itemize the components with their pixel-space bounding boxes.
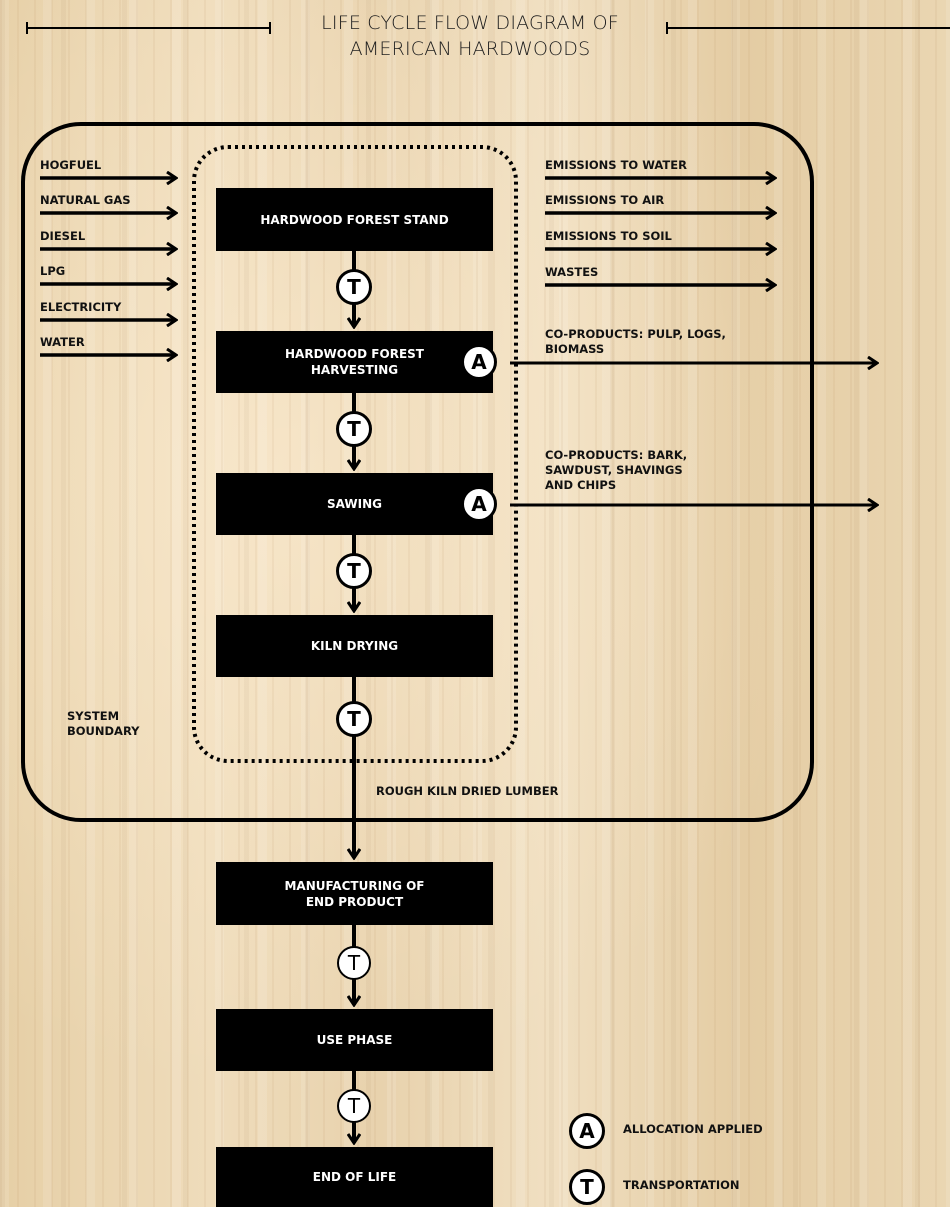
title-rule-left [26,22,271,34]
stage-kiln-drying: KILN DRYING [216,615,493,677]
transport-marker-6: T [337,1089,371,1123]
input-label-natural-gas: NATURAL GAS [40,193,131,207]
stage-harvesting: HARDWOOD FOREST HARVESTING [216,331,493,393]
input-label-electricity: ELECTRICITY [40,300,122,314]
input-arrows [40,178,176,355]
output-label-emissions-water: EMISSIONS TO WATER [545,158,687,172]
transport-marker-4: T [336,701,372,737]
transport-marker-1: T [336,269,372,305]
legend-allocation-icon: A [569,1113,605,1149]
legend-allocation-label: ALLOCATION APPLIED [623,1122,763,1136]
coproduct-label-harvesting: CO-PRODUCTS: PULP, LOGS, BIOMASS [545,327,726,356]
allocation-marker-sawing: A [461,486,497,522]
legend-transport-icon: T [569,1169,605,1205]
output-arrows [545,178,775,285]
stage-manufacturing: MANUFACTURING OF END PRODUCT [216,862,493,925]
output-label-emissions-air: EMISSIONS TO AIR [545,193,665,207]
allocation-marker-harvesting: A [461,344,497,380]
output-label-wastes: WASTES [545,265,599,279]
input-label-lpg: LPG [40,264,66,278]
transport-marker-3: T [336,553,372,589]
transport-marker-5: T [337,946,371,980]
input-label-water: WATER [40,335,85,349]
system-boundary-outline [21,122,814,822]
stage-end-of-life: END OF LIFE [216,1147,493,1207]
stage-forest-stand: HARDWOOD FOREST STAND [216,188,493,251]
system-boundary-label: SYSTEM BOUNDARY [67,709,140,738]
process-boundary-dotted [192,145,518,763]
output-product-label: ROUGH KILN DRIED LUMBER [376,784,559,798]
input-label-diesel: DIESEL [40,229,86,243]
coproduct-label-sawing: CO-PRODUCTS: BARK, SAWDUST, SHAVINGS AND… [545,448,688,492]
title-rule-right [666,22,950,34]
transport-marker-2: T [336,411,372,447]
output-label-emissions-soil: EMISSIONS TO SOIL [545,229,672,243]
diagram-title: LIFE CYCLE FLOW DIAGRAM OF AMERICAN HARD… [321,12,619,60]
legend-transport-label: TRANSPORTATION [623,1178,740,1192]
stage-use-phase: USE PHASE [216,1009,493,1071]
stage-sawing: SAWING [216,473,493,535]
input-label-hogfuel: HOGFUEL [40,158,102,172]
